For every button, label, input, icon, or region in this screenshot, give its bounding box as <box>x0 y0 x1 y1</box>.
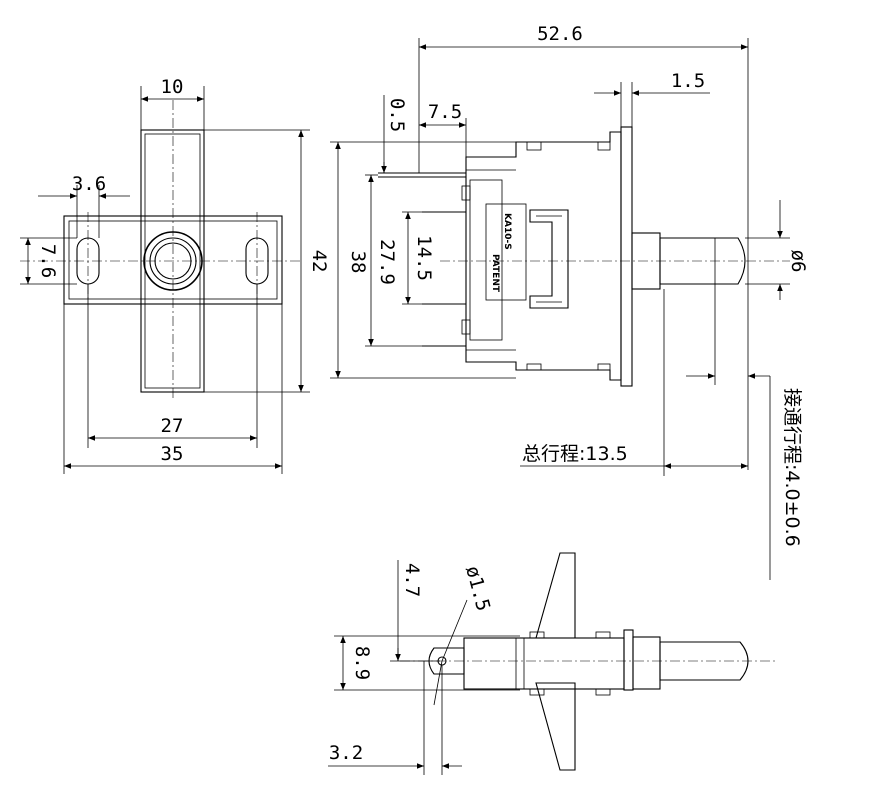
latch-window <box>529 209 569 309</box>
mounting-plate <box>620 126 633 387</box>
dim-total-travel: 总行程:13.5 <box>522 443 628 465</box>
dim-7-5: 7.5 <box>428 101 462 123</box>
model-label: KA10-S <box>502 213 512 250</box>
patent-label: PATENT <box>490 254 500 293</box>
side-view: KA10-S PATENT <box>378 126 790 387</box>
dim-contact-travel: 接通行程:4.0±0.6 <box>781 388 803 547</box>
dim-14-5: 14.5 <box>413 235 435 281</box>
plunger <box>659 237 746 285</box>
wing-upper <box>535 552 576 639</box>
part-label-area <box>485 203 527 301</box>
dim-3-6: 3.6 <box>72 173 106 195</box>
dim-diameter-1-5: ø1.5 <box>461 564 494 614</box>
wing-lower <box>535 682 576 771</box>
front-dimensions: 10 3.6 7.6 42 27 35 <box>20 76 330 474</box>
dim-10: 10 <box>161 76 184 98</box>
top-view <box>400 552 775 771</box>
dim-1-5: 1.5 <box>671 70 705 92</box>
dim-38: 38 <box>347 251 369 274</box>
dim-52-6: 52.6 <box>537 23 583 45</box>
dim-4-7: 4.7 <box>401 563 423 597</box>
dim-diameter-6: ø6 <box>787 250 809 273</box>
front-view <box>20 100 300 400</box>
switch-housing <box>465 131 622 381</box>
dim-0-5: 0.5 <box>386 98 408 132</box>
top-plunger <box>659 641 749 681</box>
dim-27: 27 <box>161 415 184 437</box>
dim-35: 35 <box>161 443 184 465</box>
dim-3-2: 3.2 <box>329 742 363 764</box>
dim-42: 42 <box>308 250 330 273</box>
top-body <box>463 637 625 690</box>
dim-7-6: 7.6 <box>37 244 59 278</box>
top-dimensions: 4.7 ø1.5 8.9 3.2 <box>328 560 520 775</box>
side-dimensions: 52.6 1.5 0.5 7.5 38 27.9 14.5 <box>330 23 809 580</box>
dim-8-9: 8.9 <box>351 646 373 680</box>
dim-27-9: 27.9 <box>376 239 398 285</box>
top-flange <box>623 629 634 691</box>
terminal-tip <box>428 647 465 675</box>
